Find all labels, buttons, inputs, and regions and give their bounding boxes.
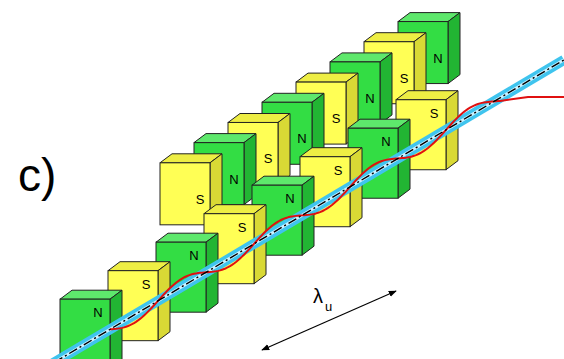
pole-letter: N: [365, 91, 374, 104]
magnet-side-face: [278, 114, 290, 185]
beam-axis: [40, 60, 564, 359]
pole-letter: S: [332, 112, 341, 125]
magnet-side-face: [448, 13, 460, 84]
pole-letter: N: [189, 249, 198, 262]
pole-letter: S: [334, 163, 343, 176]
pole-letter: N: [93, 306, 102, 319]
pole-letter: N: [381, 135, 390, 148]
pole-letter: N: [297, 132, 306, 145]
electron-beam: [40, 60, 564, 359]
electron-trajectory: [110, 97, 564, 329]
pole-letter: S: [142, 277, 151, 290]
pole-letter: S: [430, 106, 439, 119]
pole-letter: S: [238, 220, 247, 233]
pole-letter: S: [400, 71, 409, 84]
beam-core: [40, 60, 564, 359]
magnet-side-face: [380, 53, 392, 124]
pole-letter: S: [196, 192, 205, 205]
pole-letter: N: [229, 172, 238, 185]
pole-letter: S: [264, 152, 273, 165]
magnet-front-face: [160, 163, 210, 225]
pole-letter: N: [285, 192, 294, 205]
panel-label: c): [18, 152, 56, 198]
period-subscript: u: [325, 300, 332, 313]
period-arrow: [262, 291, 396, 350]
period-symbol: λ: [313, 286, 323, 306]
pole-letter: N: [433, 51, 442, 64]
